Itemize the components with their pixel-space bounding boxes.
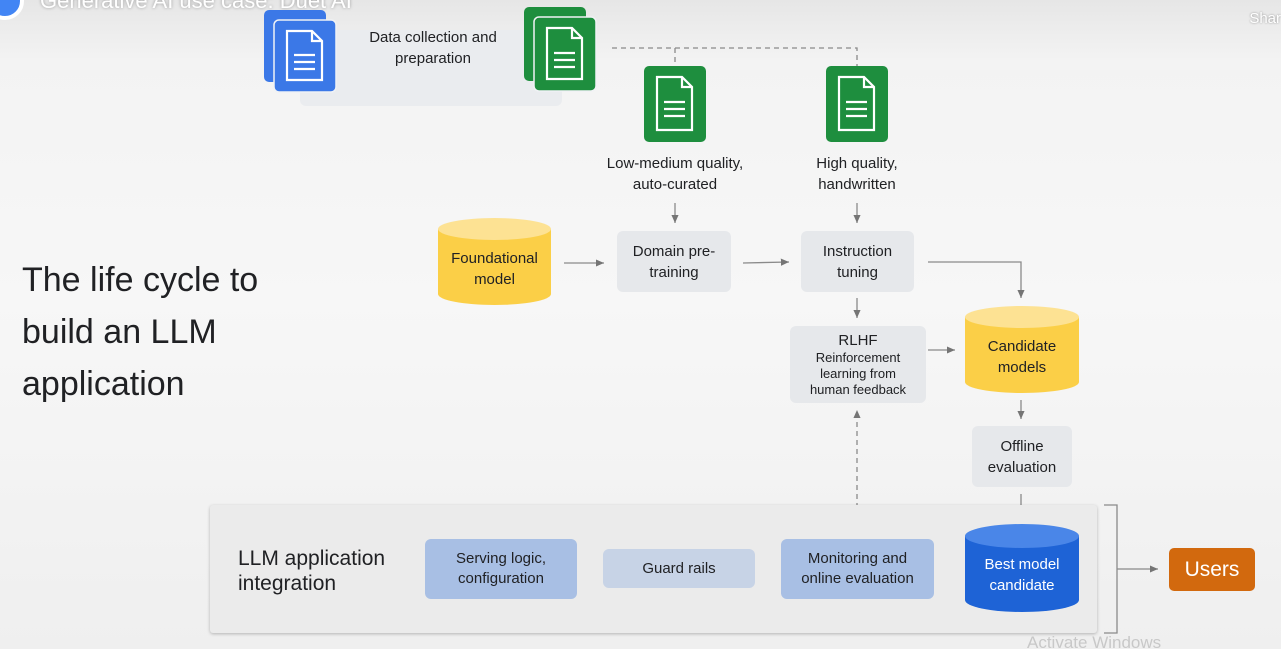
data-collection-panel [300, 30, 562, 106]
candidate-models-label: Candidate models [987, 337, 1057, 376]
high-quality-document-icon [826, 66, 888, 142]
bracket-integration [1104, 504, 1118, 634]
arrow-domain-to-instruction [742, 258, 790, 266]
best-model-cylinder: Best model candidate [965, 524, 1079, 612]
domain-pretraining-label: Domain pre-training [632, 242, 716, 281]
share-button[interactable]: Shar [1249, 10, 1281, 27]
guard-rails-label: Guard rails [642, 559, 716, 577]
blue-document-stack-icon [264, 10, 348, 96]
arrow-instruction-to-candidate [928, 261, 1025, 298]
high-quality-label: High quality, handwritten [816, 155, 898, 193]
best-model-label: Best model candidate [984, 556, 1060, 594]
candidate-models-cylinder: Candidate models [965, 306, 1079, 393]
monitoring-box: Monitoring and online evaluation [781, 539, 934, 599]
green-document-stack-icon [524, 7, 598, 93]
users-button[interactable]: Users [1169, 548, 1255, 591]
serving-logic-box: Serving logic, configuration [425, 539, 577, 599]
offline-evaluation-label: Offline evaluation [987, 437, 1057, 476]
guard-rails-box: Guard rails [603, 549, 755, 588]
monitoring-label: Monitoring and online evaluation [801, 550, 914, 587]
foundational-model-cylinder: Foundational model [438, 218, 551, 305]
data-collection-label: Data collection and preparation [369, 29, 497, 67]
instruction-tuning-box: Instruction tuning [801, 231, 914, 292]
instruction-tuning-label: Instruction tuning [822, 242, 893, 281]
slide-title: The life cycle to build an LLM applicati… [22, 261, 259, 403]
integration-title: LLM application integration [238, 547, 386, 595]
low-quality-document-icon [644, 66, 706, 142]
foundational-model-label: Foundational model [451, 249, 538, 288]
offline-evaluation-box: Offline evaluation [972, 426, 1072, 487]
video-title[interactable]: Generative AI use case: Duet AI [40, 0, 352, 13]
activate-windows-watermark: Activate Windows [1027, 633, 1162, 649]
domain-pretraining-box: Domain pre-training [617, 231, 731, 292]
low-quality-label: Low-medium quality, auto-curated [606, 155, 744, 193]
rlhf-box: RLHF Reinforcement learning from human f… [790, 326, 926, 403]
rlhf-subtitle: Reinforcement learning from human feedba… [809, 350, 907, 397]
rlhf-title: RLHF [838, 332, 878, 349]
serving-logic-label: Serving logic, configuration [455, 550, 547, 587]
dashed-dataset-link [612, 47, 858, 66]
